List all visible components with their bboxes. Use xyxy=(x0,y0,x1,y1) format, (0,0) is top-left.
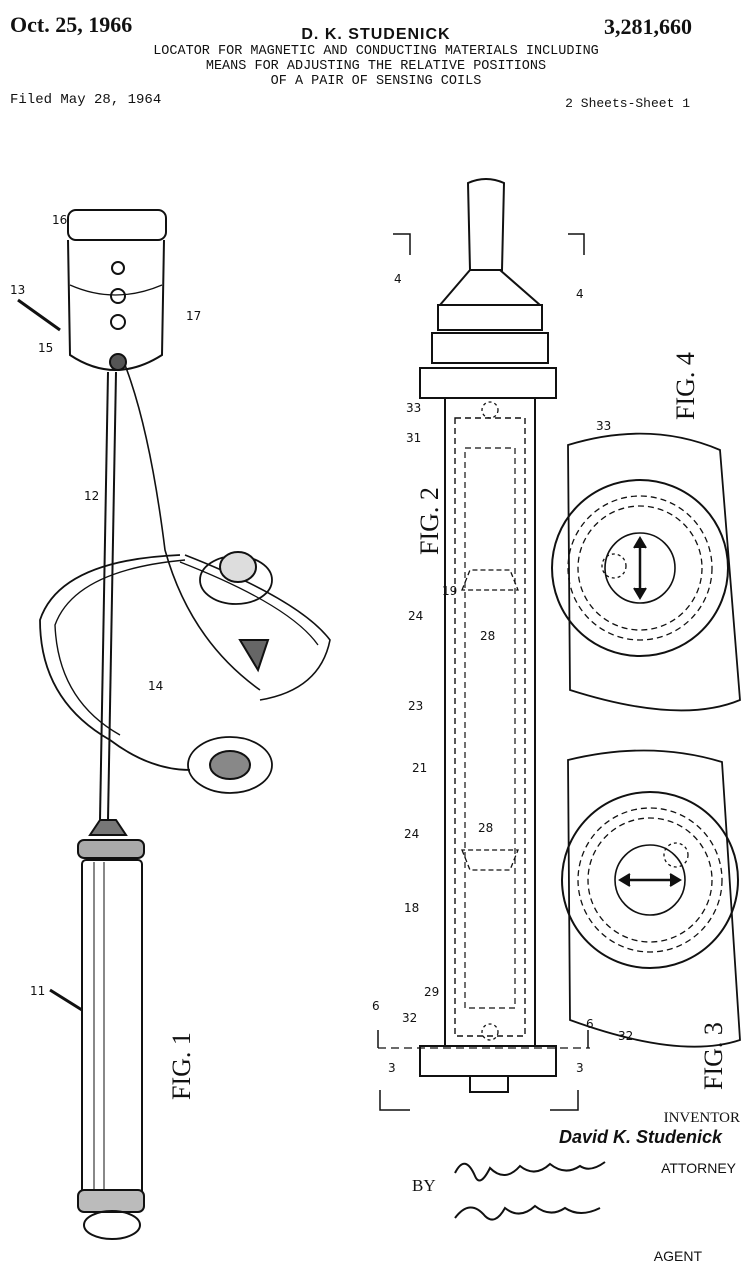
ref-4a: 4 xyxy=(394,272,402,286)
ref-17: 17 xyxy=(186,309,201,323)
ref-32b: 32 xyxy=(618,1029,633,1043)
fig1-caption: FIG. 1 xyxy=(167,1032,196,1100)
ref-11: 11 xyxy=(30,984,45,998)
fig2-caption: FIG. 2 xyxy=(415,487,444,555)
ref-23: 23 xyxy=(408,699,423,713)
ref-21: 21 xyxy=(412,761,427,775)
fig4-drawing xyxy=(551,432,741,712)
title-line: OF A PAIR OF SENSING COILS xyxy=(270,74,482,89)
agent-label: AGENT xyxy=(653,1248,702,1264)
ref-29: 29 xyxy=(424,985,439,999)
inventor-label: INVENTOR xyxy=(663,1110,740,1126)
title-line: MEANS FOR ADJUSTING THE RELATIVE POSITIO… xyxy=(205,59,547,74)
inventor-name: David K. Studenick xyxy=(558,1127,722,1147)
attorney-label: ATTORNEY xyxy=(661,1160,736,1176)
ref-16: 16 xyxy=(52,213,67,227)
ref-31: 31 xyxy=(406,431,421,445)
ref-4b: 4 xyxy=(576,287,584,301)
ref-15: 15 xyxy=(38,341,53,355)
title-line: LOCATOR FOR MAGNETIC AND CONDUCTING MATE… xyxy=(153,44,599,59)
fig2-drawing xyxy=(377,178,590,1111)
ref-24a: 24 xyxy=(408,609,423,623)
ref-19: 19 xyxy=(442,584,457,598)
ref-18: 18 xyxy=(404,901,419,915)
ref-28a: 28 xyxy=(480,629,495,643)
patent-title: LOCATOR FOR MAGNETIC AND CONDUCTING MATE… xyxy=(0,44,752,89)
fig4-caption: FIG. 4 xyxy=(671,352,700,420)
fig1-drawing xyxy=(17,209,331,1240)
ref-14: 14 xyxy=(148,679,163,693)
ref-28b: 28 xyxy=(478,821,493,835)
ref-32: 32 xyxy=(402,1011,417,1025)
fig3-drawing xyxy=(561,749,741,1048)
ref-33b: 33 xyxy=(596,419,611,433)
ref-12: 12 xyxy=(84,489,99,503)
fig3-caption: FIG. 3 xyxy=(699,1022,728,1090)
patent-number: 3,281,660 xyxy=(604,14,692,39)
ref-33: 33 xyxy=(406,401,421,415)
patentee-name: D. K. STUDENICK xyxy=(301,26,451,43)
ref-6b: 6 xyxy=(586,1017,594,1031)
ref-13: 13 xyxy=(10,283,25,297)
ref-3b: 3 xyxy=(576,1061,584,1075)
ref-6a: 6 xyxy=(372,999,380,1013)
sheet-count: 2 Sheets-Sheet 1 xyxy=(565,96,690,111)
ref-24b: 24 xyxy=(404,827,419,841)
handwritten-signature xyxy=(454,1161,606,1221)
patent-date: Oct. 25, 1966 xyxy=(10,12,133,37)
ref-3a: 3 xyxy=(388,1061,396,1075)
by-label: BY xyxy=(412,1176,436,1195)
filed-date: Filed May 28, 1964 xyxy=(10,92,162,108)
